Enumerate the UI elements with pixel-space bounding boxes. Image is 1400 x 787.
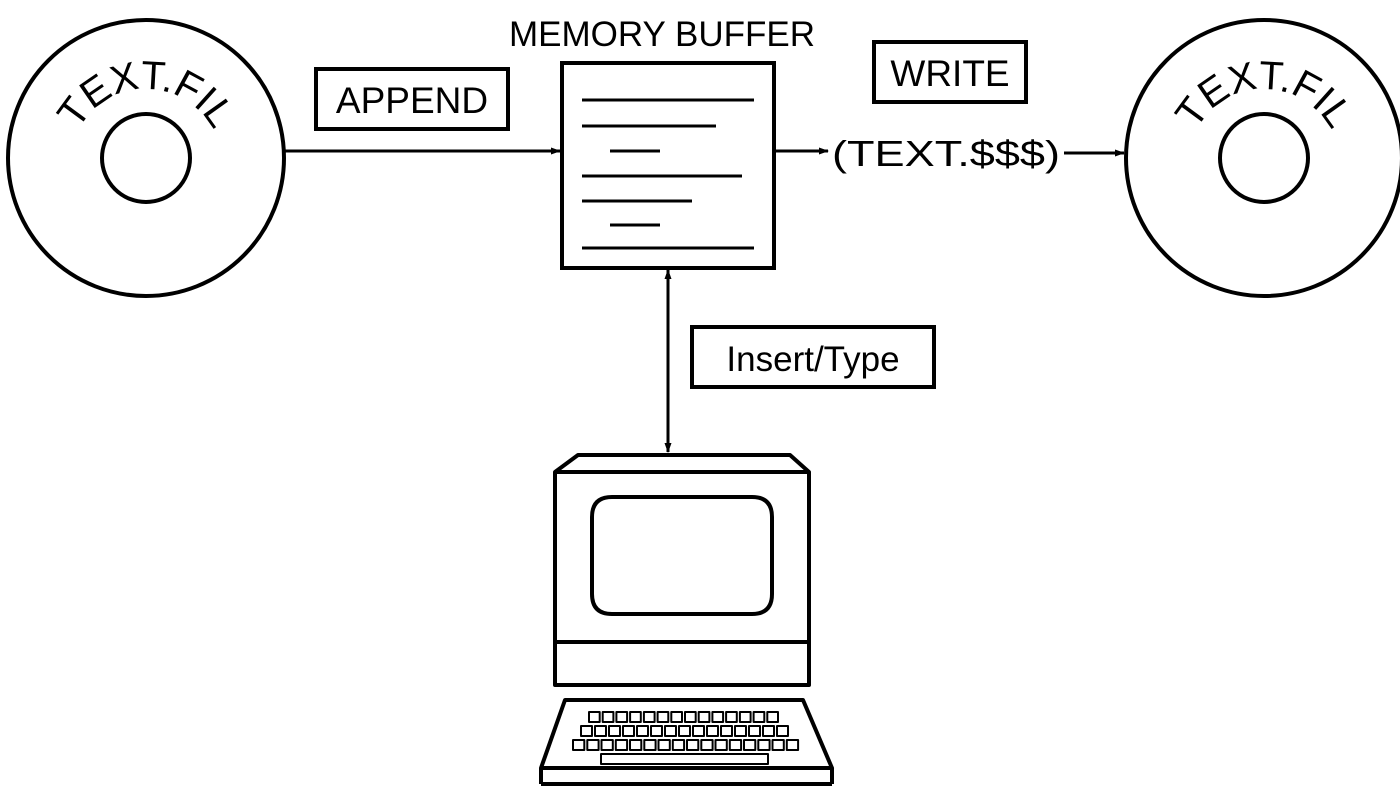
keyboard-key	[706, 725, 719, 737]
source-disk-hub	[100, 112, 192, 204]
keyboard-key	[678, 725, 691, 737]
keyboard-key	[601, 711, 615, 723]
buffer-title: MEMORY BUFFER	[509, 15, 815, 54]
keyboard-key	[664, 725, 677, 737]
write-label: WRITE	[890, 53, 1009, 94]
keyboard-key	[572, 739, 586, 751]
write-command: WRITE	[872, 40, 1028, 104]
keyboard-key	[720, 725, 733, 737]
monitor-screen	[590, 495, 774, 616]
keyboard-key	[588, 711, 601, 723]
buffer-page	[560, 61, 776, 270]
keyboard-key	[686, 739, 700, 751]
keyboard-key	[586, 739, 600, 751]
keyboard-key	[711, 711, 725, 723]
destination-disk-hub	[1218, 112, 1310, 204]
keyboard-key	[670, 711, 683, 723]
keyboard-key	[656, 711, 670, 723]
computer-terminal-icon	[539, 453, 834, 786]
memory-buffer	[560, 61, 776, 270]
keyboard-key	[785, 739, 800, 751]
append-command: APPEND	[314, 67, 510, 131]
keyboard-key	[650, 725, 663, 737]
keyboard-key	[629, 739, 643, 751]
keyboard-key	[643, 739, 657, 751]
keyboard-key	[657, 739, 671, 751]
keyboard-key	[642, 711, 656, 723]
keyboard-key	[629, 711, 642, 723]
insert-command: Insert/Type	[690, 325, 936, 389]
destination-disk: TEXT.FIL	[1124, 18, 1400, 298]
keyboard-key	[762, 725, 775, 737]
write-box	[872, 40, 1028, 104]
keyboard-key	[766, 711, 779, 723]
keyboard-key	[752, 711, 766, 723]
keyboard-key	[725, 711, 738, 723]
keyboard-key	[692, 725, 705, 737]
keyboard-key	[697, 711, 711, 723]
keyboard-key	[714, 739, 728, 751]
keyboard-key	[622, 725, 635, 737]
keyboard-keys	[572, 711, 800, 765]
keyboard-key	[580, 725, 593, 737]
keyboard-key	[738, 711, 752, 723]
keyboard-key	[748, 725, 761, 737]
append-box	[314, 67, 510, 131]
keyboard-key	[743, 739, 757, 751]
keyboard-key	[608, 725, 621, 737]
temp-file-label: (TEXT.$$$)	[832, 133, 1060, 174]
keyboard-key	[614, 739, 629, 751]
keyboard-key	[776, 725, 789, 737]
keyboard-key	[594, 725, 607, 737]
keyboard-key	[771, 739, 785, 751]
append-label: APPEND	[336, 80, 488, 121]
keyboard-key	[700, 739, 714, 751]
keyboard-key	[636, 725, 649, 737]
keyboard-key	[734, 725, 747, 737]
keyboard-key	[600, 739, 614, 751]
keyboard-key	[757, 739, 771, 751]
keyboard-key	[671, 739, 686, 751]
keyboard-spacebar	[600, 753, 769, 765]
keyboard-key	[684, 711, 697, 723]
keyboard-key	[728, 739, 743, 751]
insert-label: Insert/Type	[726, 340, 899, 379]
keyboard-key	[615, 711, 629, 723]
source-disk: TEXT.FIL	[6, 18, 286, 298]
insert-box	[690, 325, 936, 389]
